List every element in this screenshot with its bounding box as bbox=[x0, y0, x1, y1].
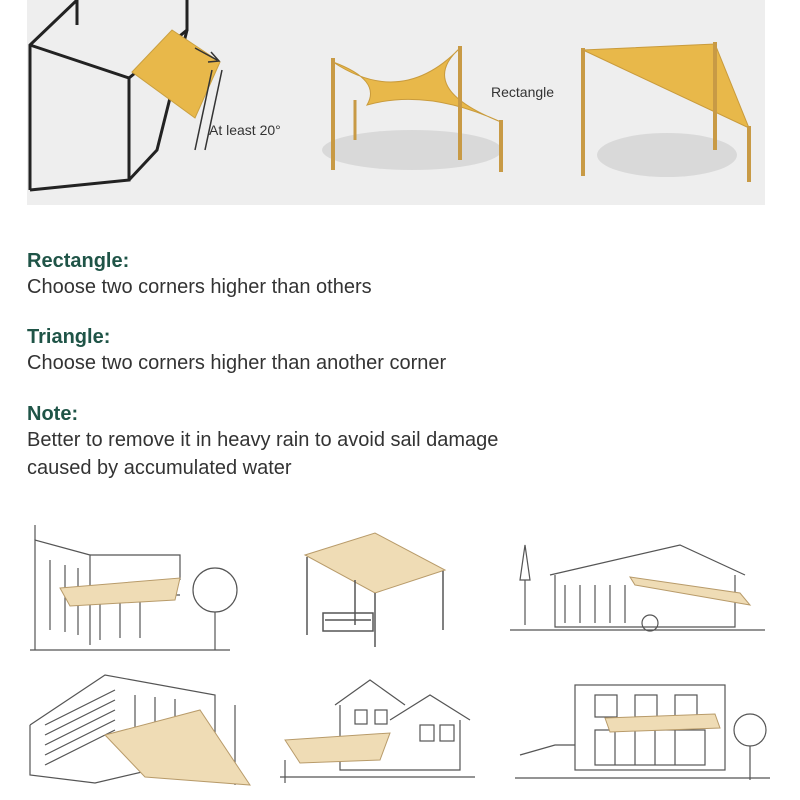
triangle-heading: Triangle: bbox=[27, 326, 111, 348]
triangle-text: Choose two corners higher than another c… bbox=[27, 352, 447, 374]
triangle-sail-illustration bbox=[581, 42, 751, 182]
scene-cottage bbox=[280, 679, 475, 783]
rectangle-sail-illustration bbox=[322, 46, 503, 172]
note-heading: Note: bbox=[27, 403, 79, 425]
installation-diagram-panel: At least 20° Rectangle bbox=[27, 0, 765, 205]
angle-arrow-icon bbox=[194, 47, 223, 151]
usage-scenes bbox=[0, 505, 800, 800]
wall-sail-shape bbox=[131, 29, 221, 119]
scene-striped-building bbox=[29, 674, 251, 786]
scene-flat-house bbox=[515, 684, 770, 780]
rectangle-diagram-label: Rectangle bbox=[491, 84, 555, 100]
note-instruction: Note: Better to remove it in heavy rain … bbox=[27, 402, 498, 482]
note-text-line-2: caused by accumulated water bbox=[27, 457, 292, 479]
angle-label: At least 20° bbox=[209, 122, 281, 138]
installation-diagram bbox=[28, 0, 751, 192]
rectangle-heading: Rectangle: bbox=[27, 250, 130, 272]
scene-courtyard-house bbox=[30, 525, 238, 651]
note-text-line-1: Better to remove it in heavy rain to avo… bbox=[27, 429, 499, 451]
triangle-instruction: Triangle: Choose two corners higher than… bbox=[27, 325, 446, 377]
rectangle-text: Choose two corners higher than others bbox=[27, 276, 372, 298]
rectangle-instruction: Rectangle: Choose two corners higher tha… bbox=[27, 249, 372, 301]
scene-pergola bbox=[303, 532, 447, 647]
scene-modern-house bbox=[510, 544, 765, 632]
